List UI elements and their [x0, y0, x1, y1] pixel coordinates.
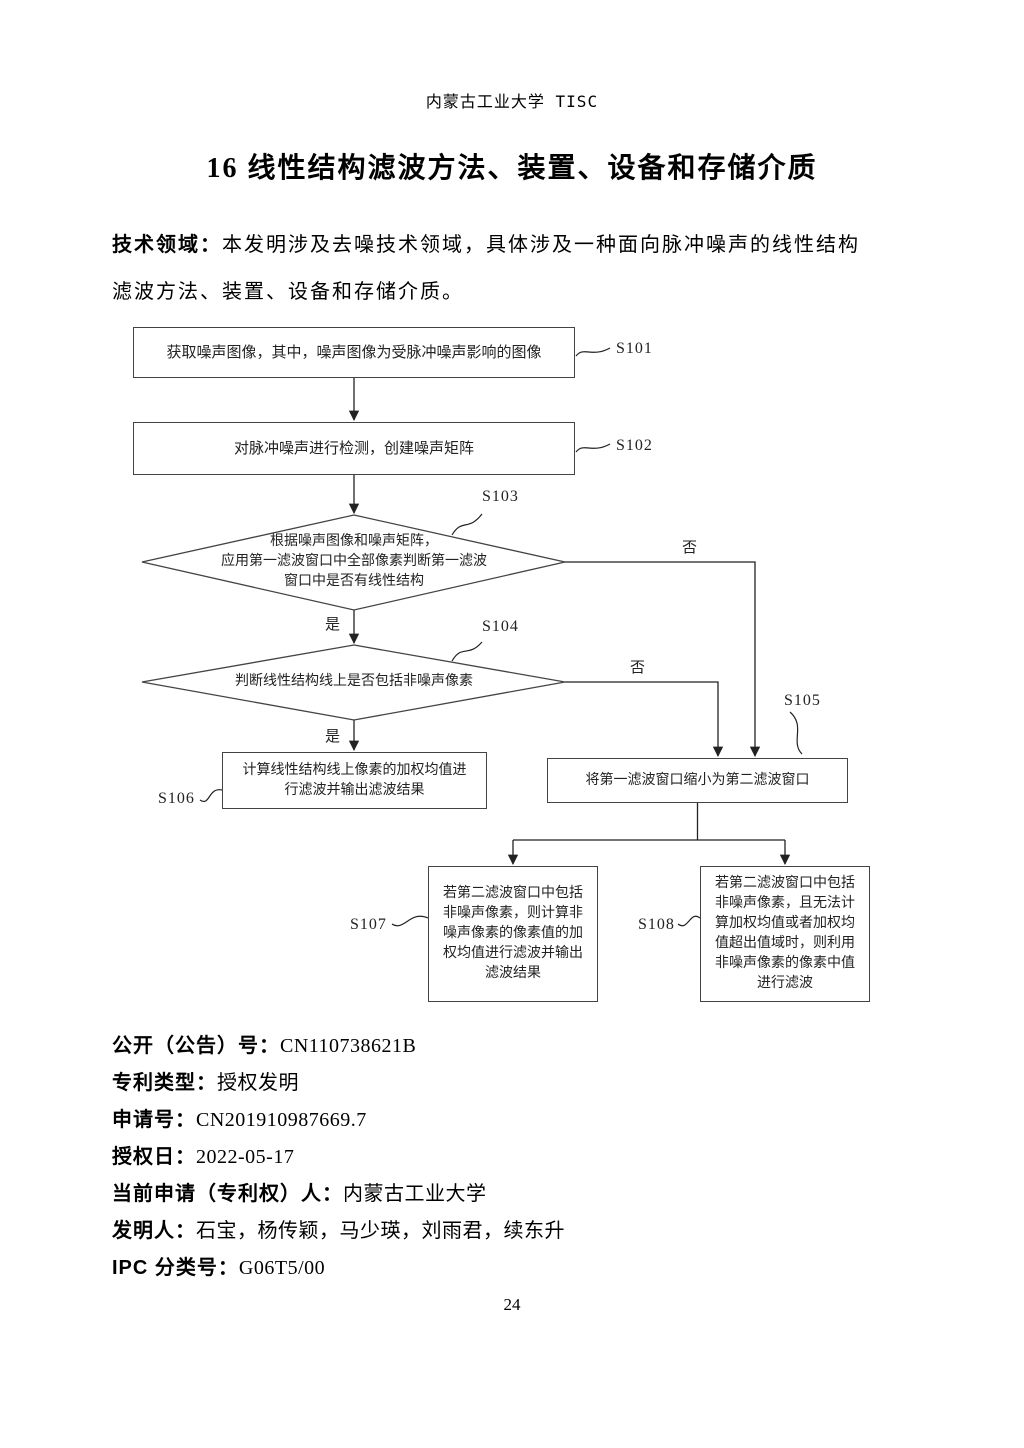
- step-s102-box: 对脉冲噪声进行检测，创建噪声矩阵: [133, 422, 575, 475]
- patent-info: 公开（公告）号：CN110738621B 专利类型：授权发明 申请号：CN201…: [112, 1028, 952, 1287]
- step-label-s106: S106: [158, 790, 195, 807]
- branch-no-s103: 否: [682, 540, 698, 556]
- info-value: 授权发明: [217, 1072, 299, 1094]
- step-label-s102: S102: [616, 437, 653, 454]
- decision-s104-text: 判断线性结构线上是否包括非噪声像素: [235, 674, 473, 689]
- info-label: 授权日：: [112, 1146, 196, 1168]
- info-label: 当前申请（专利权）人：: [112, 1183, 343, 1205]
- flowchart-connectors: [141, 347, 803, 927]
- squiggle-s107: [391, 915, 429, 927]
- technical-field-label: 技术领域：: [112, 234, 222, 256]
- step-label-s105: S105: [784, 692, 821, 709]
- squiggle-s103: [451, 513, 483, 536]
- info-label: 申请号：: [112, 1109, 196, 1131]
- page-title: 16 线性结构滤波方法、装置、设备和存储介质: [206, 153, 818, 184]
- branch-no-s104: 否: [630, 660, 646, 676]
- info-line-current-assignee: 当前申请（专利权）人：内蒙古工业大学: [112, 1176, 952, 1213]
- squiggle-s101: [575, 347, 611, 357]
- branch-yes-s104: 是: [325, 729, 341, 745]
- page-number: 24: [503, 1295, 521, 1314]
- info-value: 内蒙古工业大学: [343, 1183, 487, 1205]
- step-s107-box: 若第二滤波窗口中包括 非噪声像素，则计算非 噪声像素的像素值的加 权均值进行滤波…: [428, 866, 598, 1002]
- info-label: IPC 分类号：: [112, 1257, 239, 1279]
- info-label: 公开（公告）号：: [112, 1035, 280, 1057]
- info-value: 2022-05-17: [196, 1146, 295, 1168]
- info-value: 石宝，杨传颖，马少瑛，刘雨君，续东升: [196, 1220, 565, 1242]
- step-s101-box: 获取噪声图像，其中，噪声图像为受脉冲噪声影响的图像: [133, 327, 575, 378]
- technical-field-text: 本发明涉及去噪技术领域，具体涉及一种面向脉冲噪声的线性结构 滤波方法、装置、设备…: [112, 234, 860, 303]
- info-value: CN201910987669.7: [196, 1109, 367, 1131]
- decision-s104-shape: [141, 644, 566, 721]
- decision-s103-text: 根据噪声图像和噪声矩阵， 应用第一滤波窗口中全部像素判断第一滤波 窗口中是否有线…: [221, 534, 487, 589]
- info-line-application-number: 申请号：CN201910987669.7: [112, 1102, 952, 1139]
- step-s106-box: 计算线性结构线上像素的加权均值进 行滤波并输出滤波结果: [222, 752, 487, 809]
- squiggle-s108: [677, 915, 701, 927]
- info-line-grant-date: 授权日：2022-05-17: [112, 1139, 952, 1176]
- step-label-s101: S101: [616, 340, 653, 357]
- info-line-patent-type: 专利类型：授权发明: [112, 1065, 952, 1102]
- document-header: 内蒙古工业大学 TISC: [425, 92, 599, 111]
- info-value: CN110738621B: [280, 1035, 417, 1057]
- branch-yes-s103: 是: [325, 617, 341, 633]
- squiggle-s105: [789, 711, 803, 755]
- info-label: 专利类型：: [112, 1072, 217, 1094]
- step-s105-box: 将第一滤波窗口缩小为第二滤波窗口: [547, 758, 848, 803]
- decision-s103-shape: [141, 514, 566, 611]
- info-value: G06T5/00: [238, 1257, 326, 1279]
- arrow-s104-no-s105: [565, 681, 724, 758]
- technical-field-paragraph: 技术领域：本发明涉及去噪技术领域，具体涉及一种面向脉冲噪声的线性结构 滤波方法、…: [112, 222, 918, 316]
- squiggle-s106: [199, 789, 223, 803]
- step-label-s103: S103: [482, 488, 519, 505]
- arrow-s103-no-s105: [565, 561, 761, 758]
- info-line-inventors: 发明人：石宝，杨传颖，马少瑛，刘雨君，续东升: [112, 1213, 952, 1250]
- squiggle-s104: [451, 641, 483, 662]
- squiggle-s102: [575, 443, 611, 453]
- info-line-ipc-class: IPC 分类号：G06T5/00: [112, 1250, 952, 1287]
- flowchart: 获取噪声图像，其中，噪声图像为受脉冲噪声影响的图像 对脉冲噪声进行检测，创建噪声…: [0, 320, 1024, 1020]
- step-label-s104: S104: [482, 618, 519, 635]
- info-label: 发明人：: [112, 1220, 196, 1242]
- info-line-publication-number: 公开（公告）号：CN110738621B: [112, 1028, 952, 1065]
- step-label-s108: S108: [638, 916, 675, 933]
- step-s108-box: 若第二滤波窗口中包括 非噪声像素，且无法计 算加权均值或者加权均 值超出值域时，…: [700, 866, 870, 1002]
- step-label-s107: S107: [350, 916, 387, 933]
